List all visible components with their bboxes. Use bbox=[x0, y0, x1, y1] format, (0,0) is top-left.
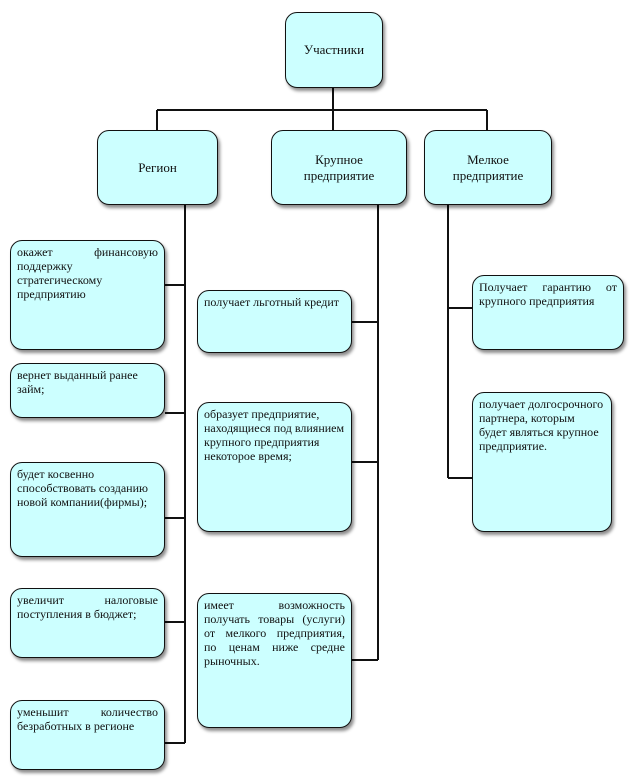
large-enterprise-header-line2: предприятие bbox=[303, 167, 375, 183]
small-enterprise-header-line2: предприятие bbox=[452, 167, 524, 183]
small-enterprise-item-guarantee: Получает гарантию от крупного предприяти… bbox=[472, 275, 624, 350]
small-enterprise-item-partner: получает долгосрочного партнера, которым… bbox=[472, 392, 612, 532]
large-enterprise-header-line1: Крупное bbox=[315, 151, 363, 167]
region-item-tax-revenue: увеличит налоговые поступления в бюджет; bbox=[10, 588, 165, 658]
region-item-new-company: будет косвенно способствовать созданию н… bbox=[10, 462, 165, 557]
large-enterprise-item-credit: получает льготный кредит bbox=[197, 290, 352, 353]
region-header-label: Регион bbox=[138, 159, 177, 175]
root-label: Участники bbox=[303, 42, 365, 57]
region-item-loan-return: вернет выданный ранее займ; bbox=[10, 363, 165, 418]
large-enterprise-item-goods: имеет возможность получать товары (услуг… bbox=[197, 593, 352, 728]
root-node: Участники bbox=[285, 12, 383, 88]
small-enterprise-header-line1: Мелкое bbox=[467, 151, 509, 167]
small-enterprise-header: Мелкое предприятие bbox=[424, 130, 552, 205]
large-enterprise-header: Крупное предприятие bbox=[271, 130, 407, 205]
large-enterprise-item-subsidiary: образует предприятие, находящиеся под вл… bbox=[197, 402, 352, 532]
region-item-unemployment: уменьшит количество безработных в регион… bbox=[10, 700, 165, 770]
region-header: Регион bbox=[97, 130, 218, 205]
region-item-financial-support: окажет финансовую поддержку стратегическ… bbox=[10, 240, 165, 350]
